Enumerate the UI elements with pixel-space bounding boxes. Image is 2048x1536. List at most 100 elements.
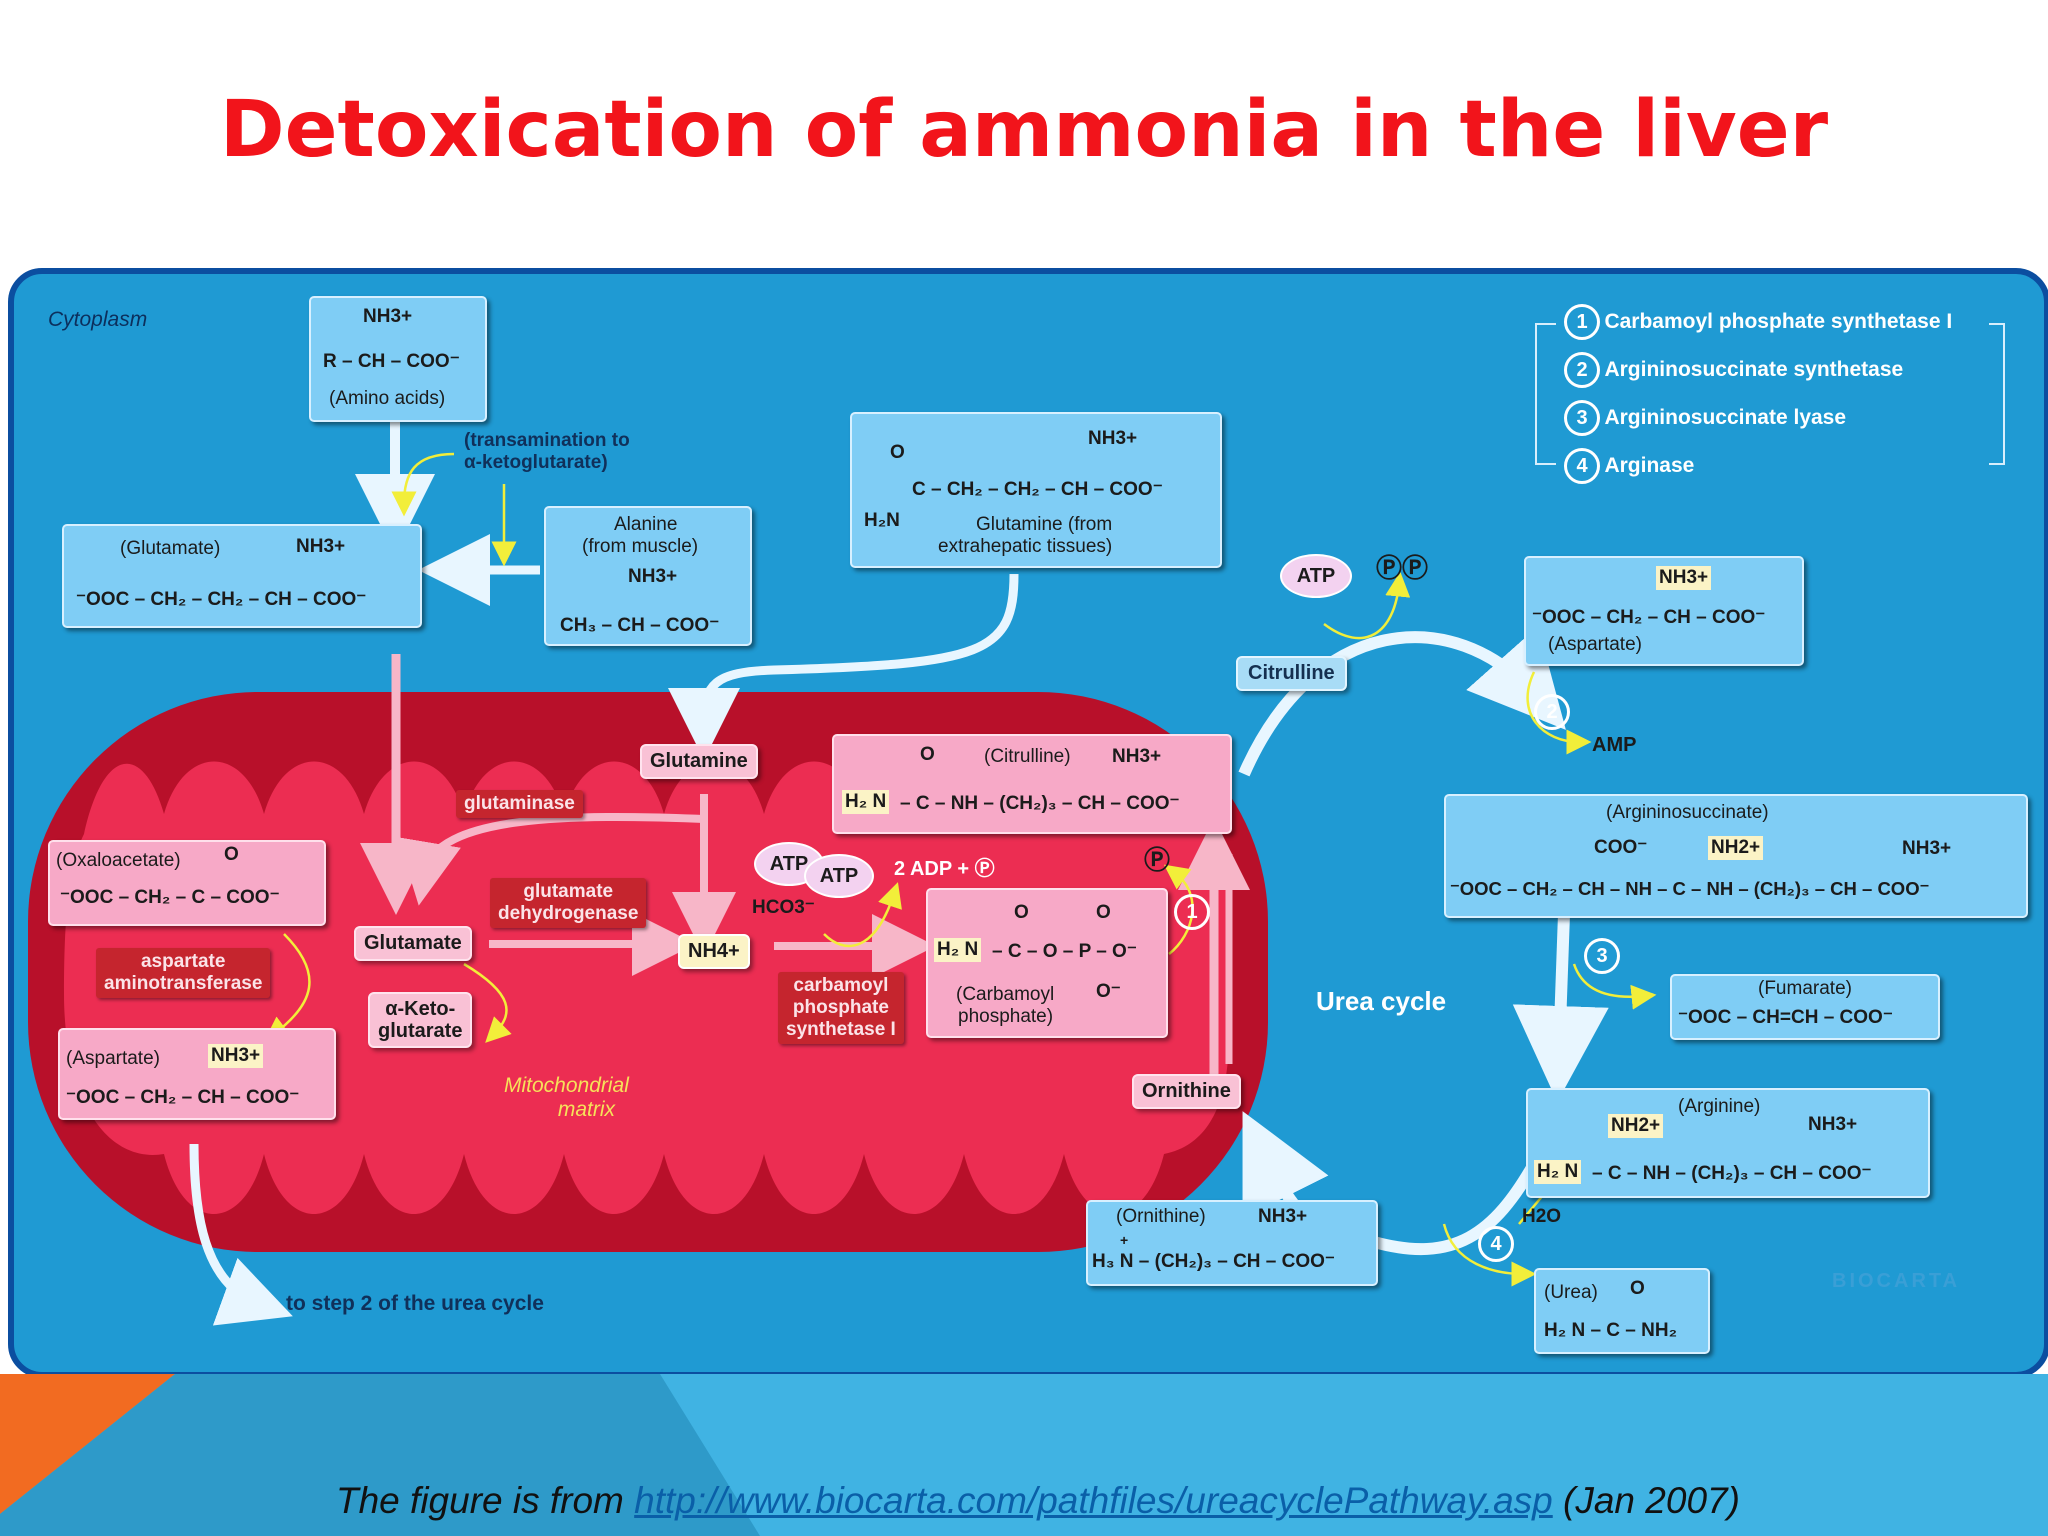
cp-o1: O	[1014, 902, 1029, 923]
glutamate-name: (Glutamate)	[120, 538, 221, 559]
argininosuccinate-box: (Argininosuccinate) COO⁻ NH2+ NH3+ ⁻OOC …	[1444, 794, 2028, 918]
urea-formula: H₂ N – C – NH₂	[1544, 1320, 1678, 1341]
amp-label: AMP	[1592, 734, 1637, 756]
cps-line2: phosphate	[792, 997, 889, 1018]
as-name: (Argininosuccinate)	[1606, 802, 1769, 823]
glutamine-source: extrahepatic tissues)	[938, 536, 1113, 557]
cp-o3: O⁻	[1096, 981, 1121, 1002]
ornithine-formula: H₃ N – (CH₂)₃ – CH – COO⁻	[1092, 1251, 1335, 1272]
footer-decoration	[0, 1374, 760, 1536]
cytoplasm-label: Cytoplasm	[48, 308, 148, 331]
step-1-badge: 1	[1174, 894, 1210, 930]
arginine-nh3: NH3+	[1808, 1114, 1858, 1135]
mitochondrial-matrix-label: Mitochondrial matrix	[504, 1074, 629, 1122]
source-link[interactable]: http://www.biocarta.com/pathfiles/ureacy…	[634, 1480, 1553, 1521]
citrulline-formula: – C – NH – (CH₂)₃ – CH – COO⁻	[900, 793, 1180, 814]
aspartate-name: (Aspartate)	[66, 1048, 160, 1069]
cps-enzyme: carbamoyl phosphate synthetase I	[778, 972, 904, 1044]
two-adp-label: 2 ADP + Ⓟ	[894, 858, 995, 880]
aketo-line1: α-Keto-	[385, 998, 456, 1020]
glutamate-label: Glutamate	[354, 926, 472, 961]
step-4-badge: 4	[1478, 1226, 1514, 1262]
ast-line2: aminotransferase	[104, 973, 263, 994]
ornithine-nh3: NH3+	[1258, 1206, 1308, 1227]
matrix-label-line2: matrix	[557, 1098, 616, 1121]
matrix-label-line1: Mitochondrial	[504, 1074, 629, 1097]
ast-line1: aspartate	[140, 951, 226, 972]
as-nh3: NH3+	[1902, 838, 1952, 859]
alanine-name: Alanine	[614, 514, 678, 535]
fumarate-box: (Fumarate) ⁻OOC – CH=CH – COO⁻	[1670, 974, 1940, 1040]
aspartate-nh3: NH3+	[208, 1044, 264, 1068]
biocarta-watermark: BIOCARTA	[1832, 1270, 1961, 1292]
ornithine-box: (Ornithine) NH3+ + H₃ N – (CH₂)₃ – CH – …	[1086, 1200, 1378, 1286]
as-coo: COO⁻	[1594, 837, 1648, 858]
glutamine-box: O NH3+ C – CH₂ – CH₂ – CH – COO⁻ H₂N Glu…	[850, 412, 1222, 568]
fumarate-formula: ⁻OOC – CH=CH – COO⁻	[1678, 1007, 1893, 1028]
glutamate-formula: ⁻OOC – CH₂ – CH₂ – CH – COO⁻	[76, 589, 367, 610]
ornithine-plus: +	[1120, 1232, 1129, 1248]
cps-line3: synthetase I	[786, 1019, 896, 1040]
ornithine-label: Ornithine	[1132, 1074, 1241, 1109]
phosphate-label: Ⓟ	[1144, 845, 1171, 875]
glutaminase-enzyme: glutaminase	[456, 790, 583, 818]
cp-name-2: phosphate)	[958, 1006, 1054, 1027]
pyrophosphate-label: ⓅⓅ	[1376, 553, 1429, 583]
alanine-box: Alanine (from muscle) NH3+ CH₃ – CH – CO…	[544, 506, 752, 646]
alanine-source: (from muscle)	[582, 536, 699, 557]
oxaloacetate-formula: ⁻OOC – CH₂ – C – COO⁻	[60, 887, 280, 908]
aspartate-cyto-name: (Aspartate)	[1548, 634, 1642, 655]
as-nh2: NH2+	[1708, 836, 1764, 860]
oxaloacetate-name: (Oxaloacetate)	[56, 850, 181, 871]
glutamine-label: Glutamine	[640, 744, 758, 779]
atp-pill: ATP	[1280, 554, 1352, 598]
slide-title: Detoxication of ammonia in the liver	[219, 85, 1829, 175]
legend-item: Argininosuccinate lyase	[1604, 406, 1847, 429]
caption-prefix: The figure is from	[336, 1480, 635, 1521]
arginine-name: (Arginine)	[1678, 1096, 1761, 1117]
fumarate-name: (Fumarate)	[1758, 978, 1852, 999]
aspartate-cyto-box: NH3+ ⁻OOC – CH₂ – CH – COO⁻ (Aspartate)	[1524, 556, 1804, 666]
mitochondrion-matrix	[64, 761, 1229, 1214]
urea-cycle-label: Urea cycle	[1316, 986, 1447, 1016]
cp-h2n: H₂ N	[934, 938, 982, 962]
glutamine-o: O	[890, 442, 905, 463]
aspartate-formula: ⁻OOC – CH₂ – CH – COO⁻	[66, 1087, 300, 1108]
cp-name: (Carbamoyl	[956, 984, 1055, 1005]
enzyme-legend: 1 Carbamoyl phosphate synthetase I 2 Arg…	[1564, 304, 1952, 496]
cps-line1: carbamoyl	[793, 975, 889, 996]
caption-suffix: (Jan 2007)	[1552, 1480, 1740, 1521]
oxaloacetate-o: O	[224, 844, 239, 865]
arginine-box: (Arginine) NH2+ NH3+ H₂ N – C – NH – (CH…	[1526, 1088, 1930, 1198]
cp-o2: O	[1096, 902, 1111, 923]
hco3-label: HCO3⁻	[752, 897, 815, 918]
aspartate-mito-box: (Aspartate) NH3+ ⁻OOC – CH₂ – CH – COO⁻	[58, 1028, 336, 1120]
glutamine-formula: C – CH₂ – CH₂ – CH – COO⁻	[912, 479, 1163, 500]
citrulline-name: (Citrulline)	[984, 746, 1071, 767]
amino-name: (Amino acids)	[329, 388, 446, 409]
ornithine-name: (Ornithine)	[1116, 1206, 1206, 1227]
legend-number: 2	[1564, 352, 1600, 388]
urea-name: (Urea)	[1544, 1282, 1598, 1303]
aspartate-aminotransferase-enzyme: aspartate aminotransferase	[96, 948, 271, 998]
legend-number: 1	[1564, 304, 1600, 340]
arginine-formula: – C – NH – (CH₂)₃ – CH – COO⁻	[1592, 1163, 1872, 1184]
transamination-note-2: α-ketoglutarate)	[464, 452, 608, 473]
transamination-note: (transamination to	[464, 430, 630, 451]
h2o-label: H2O	[1522, 1206, 1562, 1227]
glutamine-h2n: H₂N	[864, 510, 900, 531]
figure-caption: The figure is from http://www.biocarta.c…	[336, 1480, 1740, 1522]
step-3-badge: 3	[1584, 938, 1620, 974]
gdh-line1: glutamate	[523, 881, 614, 902]
citrulline-box: O (Citrulline) NH3+ H₂ N – C – NH – (CH₂…	[832, 734, 1232, 834]
gdh-line2: dehydrogenase	[498, 903, 639, 924]
as-formula: ⁻OOC – CH₂ – CH – NH – C – NH – (CH₂)₃ –…	[1450, 878, 1930, 899]
aspartate-cyto-formula: ⁻OOC – CH₂ – CH – COO⁻	[1532, 607, 1766, 628]
nh4-label: NH4+	[678, 934, 750, 969]
glutamate-dehydrogenase-enzyme: glutamate dehydrogenase	[490, 878, 647, 928]
glutamine-name: Glutamine (from	[976, 514, 1113, 535]
aspartate-cyto-nh3: NH3+	[1656, 566, 1712, 590]
glutamate-box: (Glutamate) NH3+ ⁻OOC – CH₂ – CH₂ – CH –…	[62, 524, 422, 628]
amino-nh3: NH3+	[363, 306, 413, 327]
citrulline-h2n: H₂ N	[842, 790, 890, 814]
